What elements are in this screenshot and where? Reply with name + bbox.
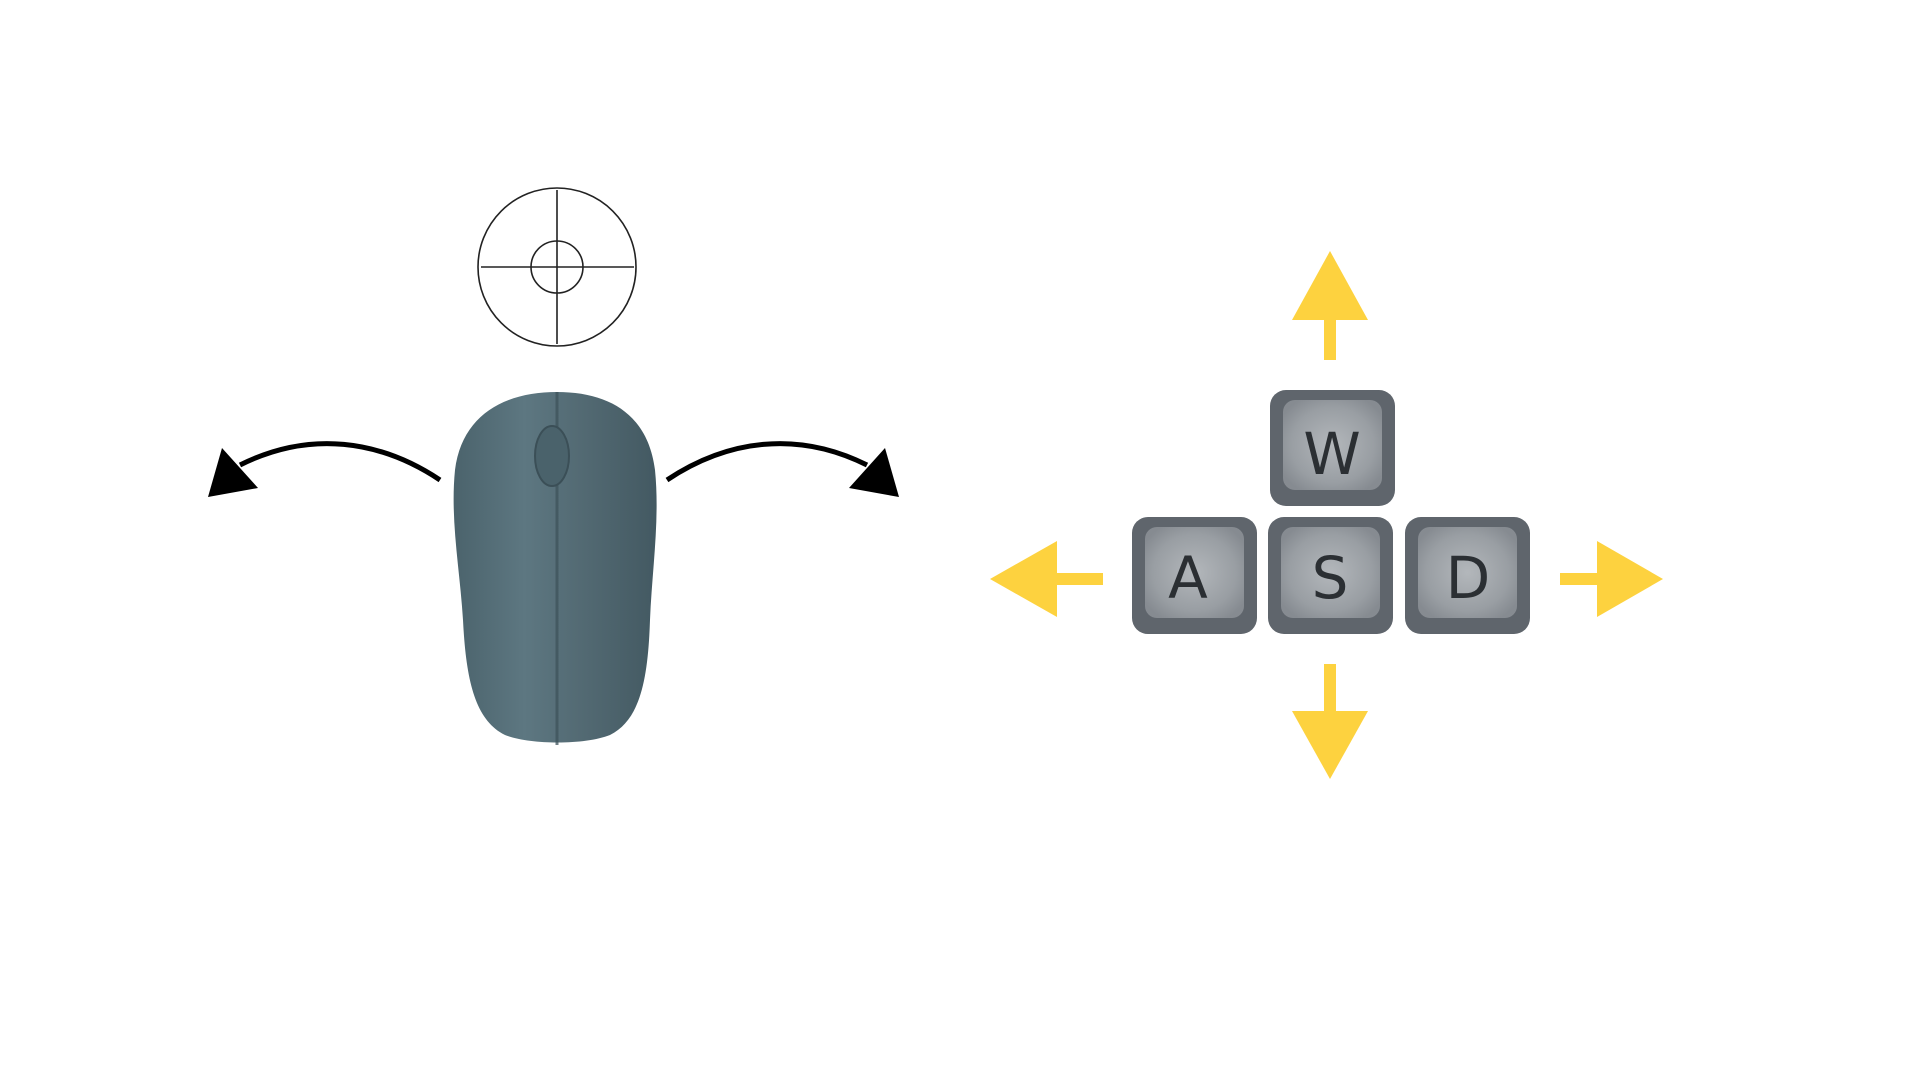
key-s-label: S [1312, 544, 1349, 612]
curved-arrow-right-icon [665, 441, 899, 497]
scroll-wheel-icon [534, 425, 570, 487]
arrow-right-icon [1560, 541, 1663, 617]
mouse-icon [453, 392, 657, 745]
key-a[interactable]: A [1132, 517, 1257, 634]
key-s[interactable]: S [1268, 517, 1393, 634]
key-w[interactable]: W [1270, 390, 1395, 506]
key-a-label: A [1168, 544, 1208, 612]
key-w-label: W [1303, 420, 1360, 488]
arrow-left-icon [990, 541, 1103, 617]
arrow-up-icon [1292, 251, 1368, 360]
key-d[interactable]: D [1405, 517, 1530, 634]
curved-arrow-left-icon [208, 441, 442, 497]
crosshair-icon [477, 187, 637, 347]
arrow-down-icon [1292, 664, 1368, 779]
key-d-label: D [1446, 544, 1491, 612]
